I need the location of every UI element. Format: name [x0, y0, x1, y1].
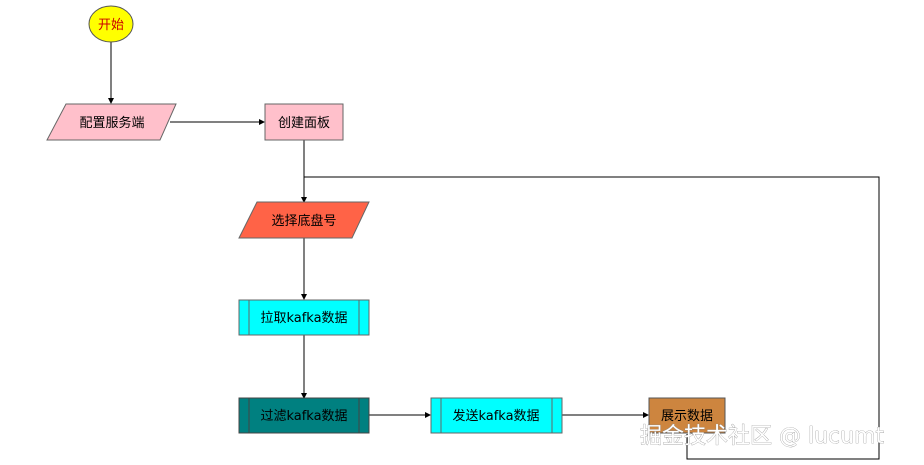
node-select-chassis-label: 选择底盘号: [271, 213, 336, 229]
node-start: 开始: [88, 5, 134, 43]
node-create-panel-label: 创建面板: [278, 116, 330, 131]
node-select-chassis: 选择底盘号: [238, 201, 370, 239]
node-send-kafka: 发送kafka数据: [430, 397, 563, 434]
connectors: [108, 42, 880, 460]
watermark-text: 掘金技术社区 @ lucumt: [640, 424, 885, 449]
edge-show-loop-back: [303, 176, 880, 460]
node-pull-kafka: 拉取kafka数据: [238, 299, 370, 336]
node-create-panel: 创建面板: [264, 103, 344, 141]
node-send-kafka-label: 发送kafka数据: [452, 408, 539, 424]
node-pull-kafka-label: 拉取kafka数据: [260, 311, 347, 326]
node-config-server: 配置服务端: [46, 103, 177, 141]
node-start-label: 开始: [98, 18, 124, 33]
node-filter-kafka-label: 过滤kafka数据: [260, 409, 347, 424]
node-show-data: 展示数据: [648, 397, 726, 434]
node-show-data-label: 展示数据: [661, 409, 713, 424]
node-filter-kafka: 过滤kafka数据: [238, 397, 370, 434]
node-config-server-label: 配置服务端: [79, 115, 144, 131]
